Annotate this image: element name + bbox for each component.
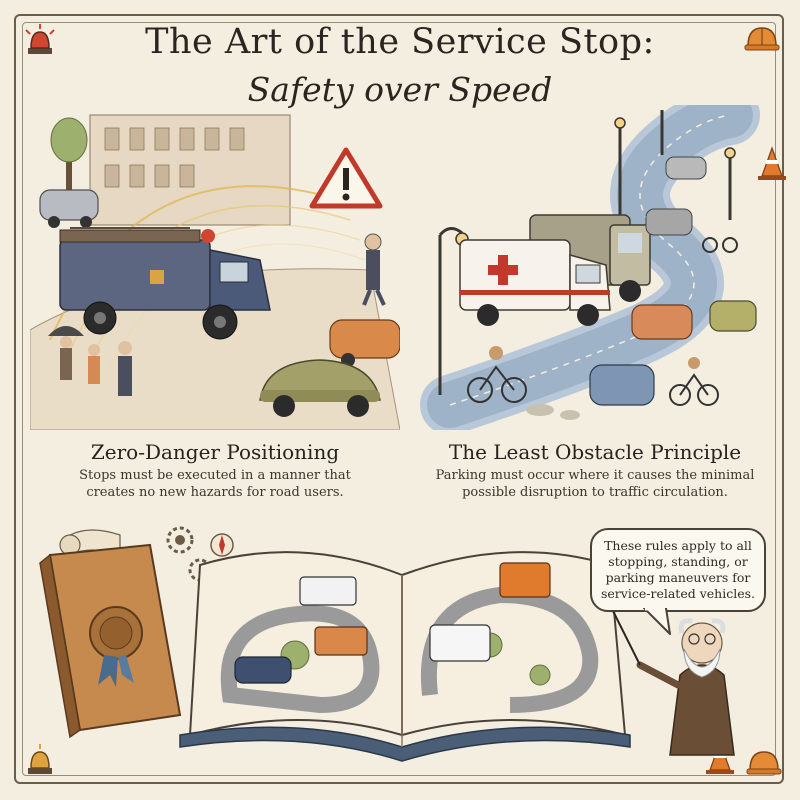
speech-bubble-line2: stopping, standing, or	[608, 554, 748, 569]
panel-heading-zero-danger: Zero-Danger Positioning	[90, 440, 340, 464]
page-title: The Art of the Service Stop:	[145, 22, 655, 62]
panel-caption-least-obstacle-line1: Parking must occur where it causes the m…	[435, 468, 755, 483]
hard-hat-icon	[744, 27, 780, 51]
panel-caption-zero-danger-line1: Stops must be executed in a manner that	[79, 468, 351, 483]
warning-triangle-icon	[309, 147, 383, 209]
compass-icon	[210, 533, 234, 557]
speech-bubble-tail	[643, 608, 671, 635]
professor-figure	[609, 604, 735, 756]
speech-bubble-line4: service-related vehicles.	[601, 586, 755, 601]
least-obstacle-illustration	[420, 105, 760, 430]
fire-truck-icon	[59, 227, 271, 340]
speech-bubble-line3: parking maneuvers for	[605, 570, 751, 585]
decorative-frame	[14, 14, 784, 784]
page-subtitle: Safety over Speed	[247, 70, 553, 109]
speech-bubble-line1: These rules apply to all	[604, 538, 752, 553]
rulebook-illustration	[39, 526, 735, 762]
speech-bubble: These rules apply to all stopping, stand…	[590, 528, 766, 612]
traffic-cone-icon	[758, 146, 786, 180]
zero-danger-illustration	[30, 114, 400, 430]
siren-light-icon	[28, 744, 52, 774]
decorative-frame-inner	[22, 22, 776, 776]
hard-hat-icon	[746, 751, 782, 775]
wax-seal-icon	[89, 606, 143, 687]
ambulance-icon	[459, 239, 611, 326]
traffic-cone-icon	[706, 740, 734, 774]
panel-caption-least-obstacle-line2: possible disruption to traffic circulati…	[462, 485, 728, 500]
panel-caption-zero-danger-line2: creates no new hazards for road users.	[86, 485, 344, 500]
siren-light-icon	[25, 24, 55, 54]
panel-heading-least-obstacle: The Least Obstacle Principle	[448, 440, 742, 464]
